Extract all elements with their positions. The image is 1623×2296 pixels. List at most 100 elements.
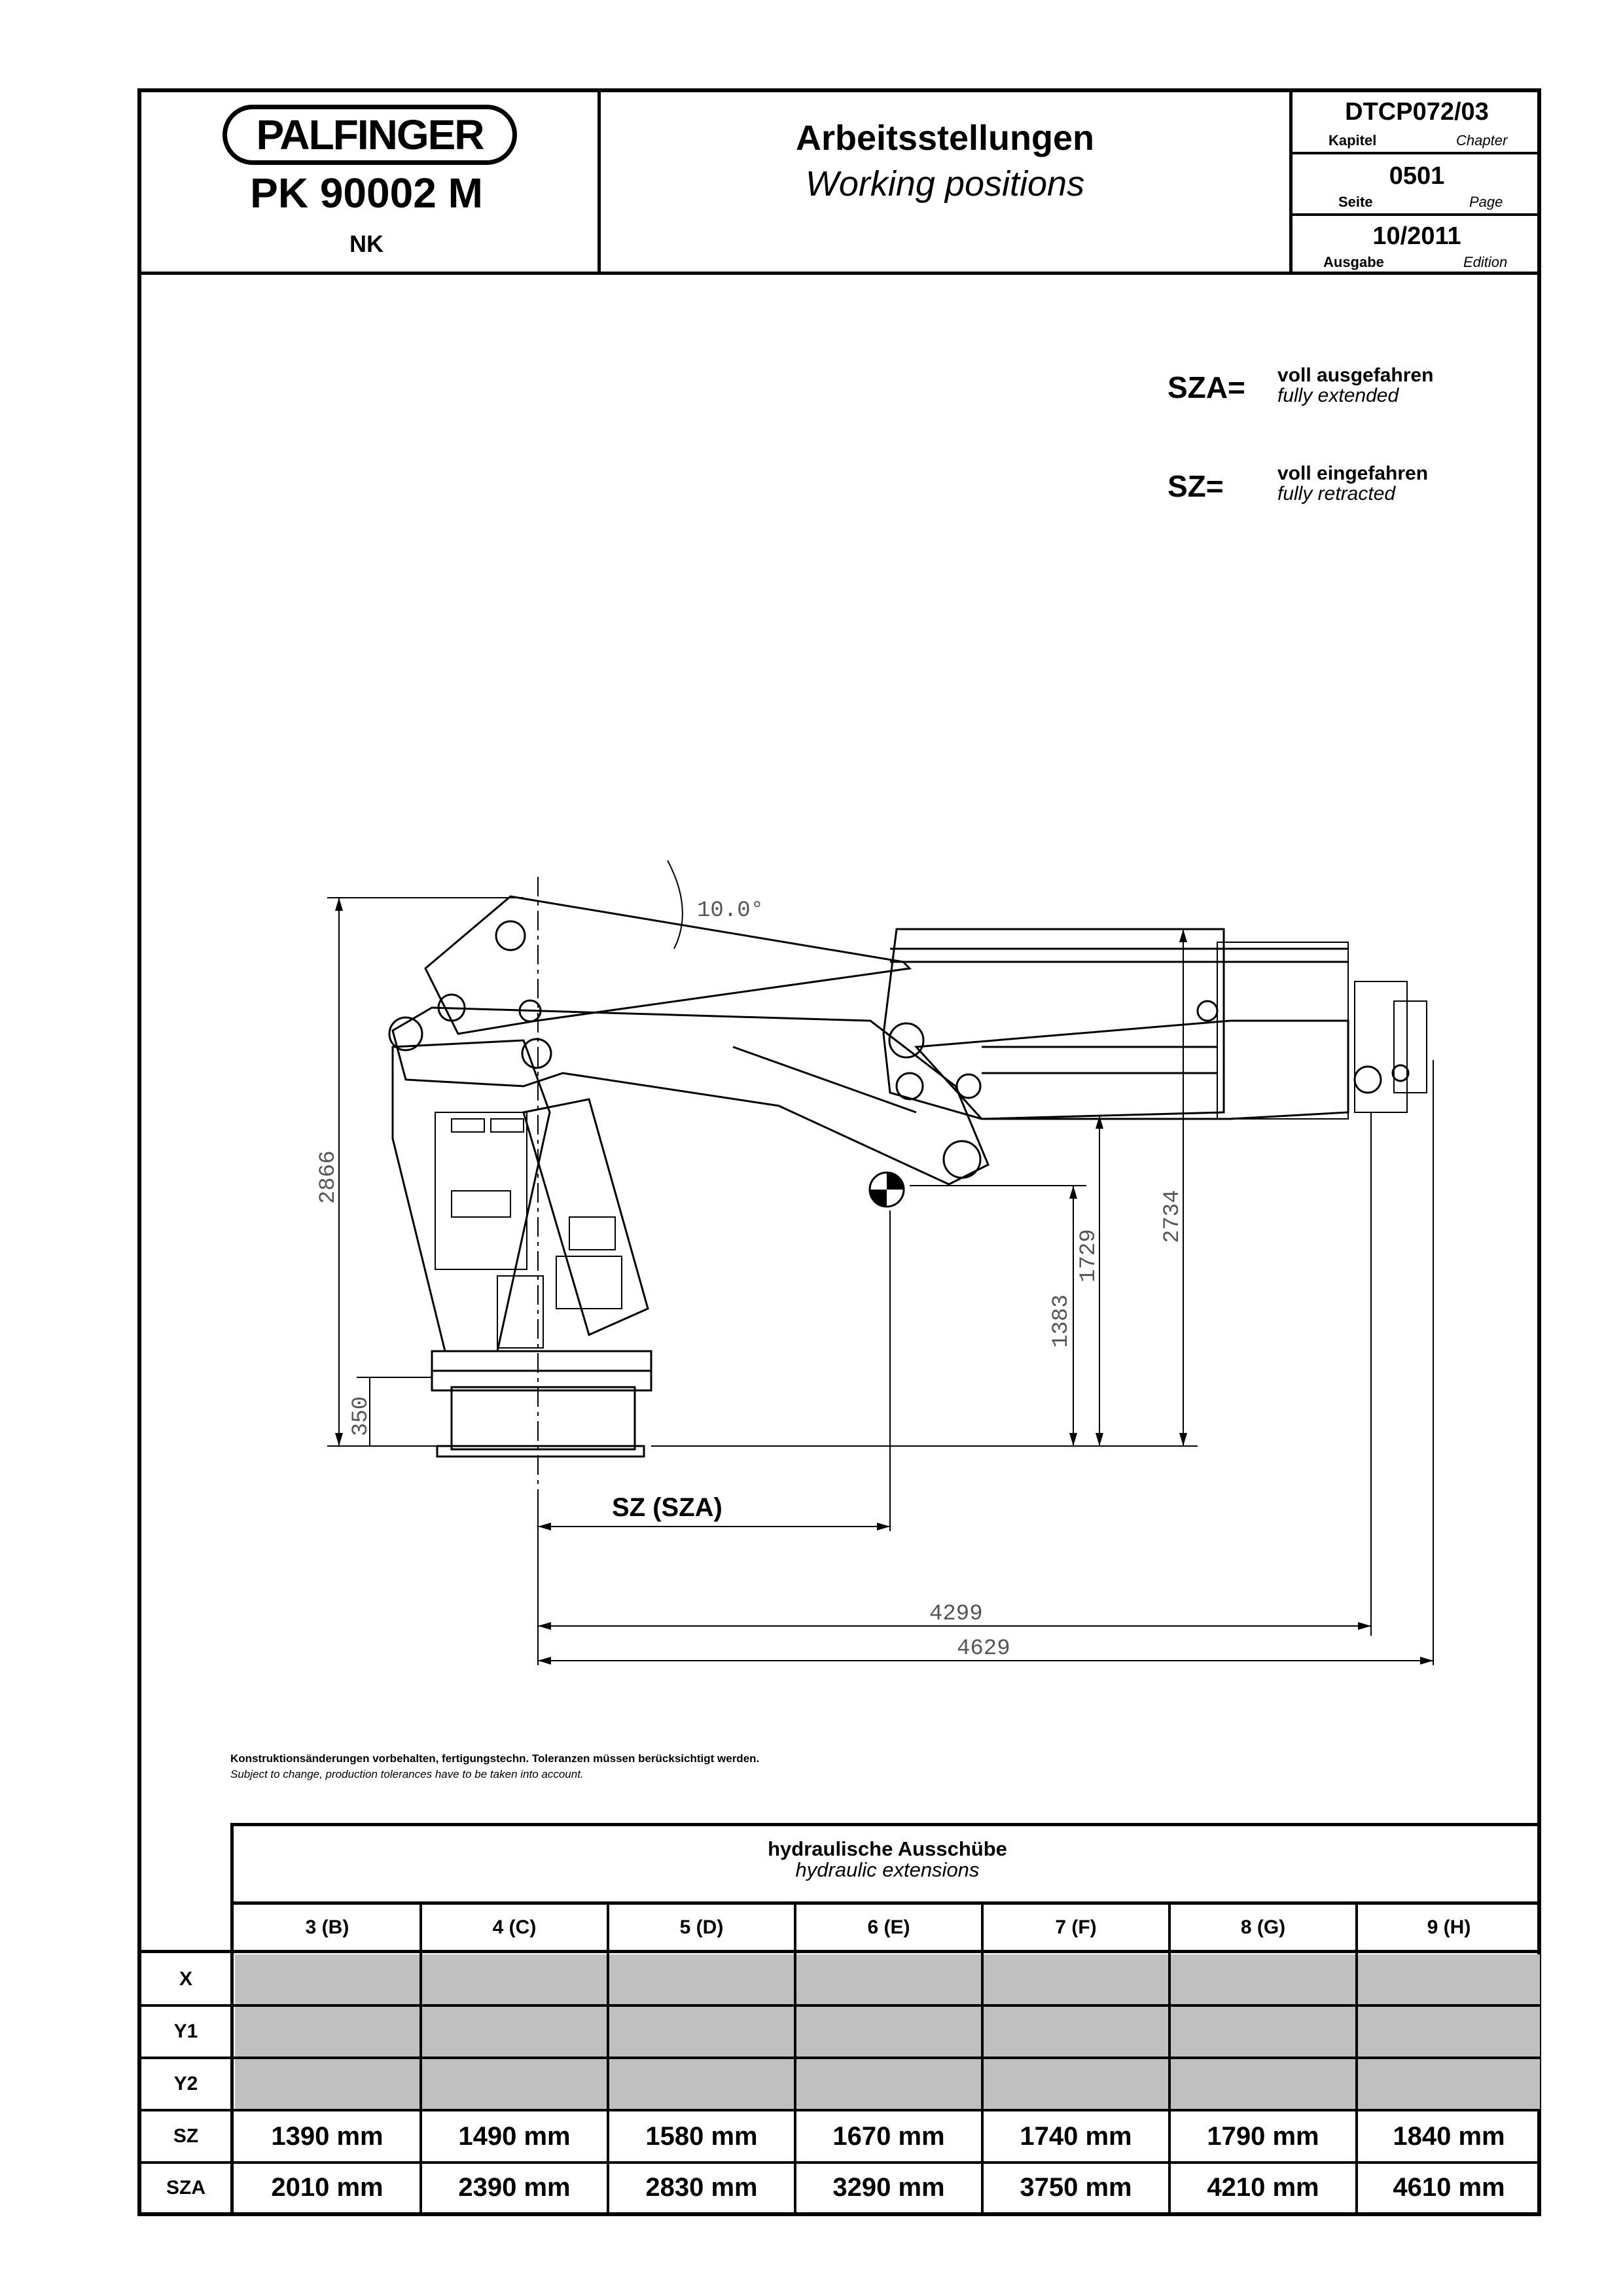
dim-2866-label: 2866: [316, 1150, 341, 1204]
column-header: 7 (F): [1055, 1916, 1097, 1938]
row-label: SZ: [173, 2125, 199, 2147]
table-cell: 1390 mm: [271, 2121, 383, 2151]
table-cell: 1580 mm: [645, 2121, 758, 2151]
table-cell: [235, 1954, 419, 2004]
table-cell: [422, 1954, 607, 2004]
dim-4629-label: 4629: [957, 1636, 1010, 1661]
table-cell: [1171, 1954, 1355, 2004]
row-divider: [137, 2004, 1541, 2007]
disclaimer-de: Konstruktionsänderungen vorbehalten, fer…: [230, 1752, 760, 1765]
sz-sza-label: SZ (SZA): [612, 1493, 722, 1522]
table-title-en: hydraulic extensions: [795, 1858, 980, 1881]
page-title-de: Arbeitsstellungen: [795, 118, 1095, 158]
titleblock-divider-1: [597, 88, 601, 274]
table-cell: 4210 mm: [1207, 2173, 1319, 2202]
table-cell: [235, 2007, 419, 2057]
page-frame: [137, 88, 1541, 2216]
palfinger-logo: PALFINGER: [223, 105, 517, 165]
table-cell: 2010 mm: [271, 2173, 383, 2202]
edition-value: 10/2011: [1372, 222, 1461, 250]
table-cell: [1358, 2059, 1540, 2109]
table-cell: 1740 mm: [1020, 2121, 1132, 2151]
table-header-line: [230, 1901, 1541, 1905]
table-cell: 4610 mm: [1393, 2173, 1505, 2202]
dim-1383-label: 1383: [1049, 1294, 1074, 1348]
table-cell: 1670 mm: [832, 2121, 945, 2151]
column-header: 8 (G): [1240, 1916, 1286, 1938]
chapter-label-en: Chapter: [1456, 132, 1508, 149]
table-cell: [609, 2059, 794, 2109]
table-cell: [984, 2059, 1168, 2109]
sza-legend-de: voll ausgefahren: [1277, 364, 1434, 386]
disclaimer-en: Subject to change, production tolerances…: [230, 1768, 584, 1780]
crane-column: [391, 1039, 649, 1352]
angle-label: 10.0°: [697, 898, 764, 923]
page-label-de: Seite: [1338, 194, 1373, 210]
row-divider: [137, 2057, 1541, 2059]
titleblock-page-line: [1289, 213, 1541, 216]
row-label-divider: [230, 1950, 234, 2216]
chapter-label-de: Kapitel: [1329, 132, 1377, 149]
table-cell: 1840 mm: [1393, 2121, 1505, 2151]
row-label: Y2: [173, 2073, 198, 2094]
sz-legend-de: voll eingefahren: [1277, 463, 1429, 484]
row-divider: [137, 2109, 1541, 2111]
page-label-en: Page: [1469, 194, 1503, 210]
table-cell: [609, 1954, 794, 2004]
table-cell: [796, 2059, 981, 2109]
column-header: 4 (C): [492, 1916, 537, 1938]
table-colhead-line: [137, 1950, 1541, 1953]
titleblock-bottom-line: [137, 272, 1541, 275]
crane-pedestal: [431, 1350, 652, 1458]
table-cell: 3290 mm: [832, 2173, 945, 2202]
column-header: 6 (E): [867, 1916, 910, 1938]
table-cell: [609, 2007, 794, 2057]
dim-2734-label: 2734: [1160, 1190, 1185, 1243]
table-cell: [796, 1954, 981, 2004]
table-cell: [1358, 1954, 1540, 2004]
table-cell: 2830 mm: [645, 2173, 758, 2202]
table-cell: [422, 2007, 607, 2057]
page-value: 0501: [1389, 162, 1445, 190]
model-variant: NK: [349, 230, 383, 257]
table-cell: [984, 1954, 1168, 2004]
column-header: 5 (D): [679, 1916, 724, 1938]
table-cell: [1171, 2059, 1355, 2109]
table-cell: [422, 2059, 607, 2109]
row-divider: [137, 2161, 1541, 2164]
row-label: X: [179, 1968, 192, 1990]
titleblock-chapter-line: [1289, 152, 1541, 154]
titleblock-divider-2: [1289, 88, 1293, 274]
table-cell: [984, 2007, 1168, 2057]
table-cell: 1490 mm: [458, 2121, 571, 2151]
angle-arc: [667, 860, 683, 949]
sz-legend-en: fully retracted: [1277, 483, 1396, 504]
table-cell: [1171, 2007, 1355, 2057]
dim-350-label: 350: [349, 1396, 374, 1436]
knuckle-boom: [882, 928, 1427, 1120]
sz-legend-key: SZ=: [1168, 469, 1224, 503]
main-boom: [388, 895, 990, 1186]
dim-4299-label: 4299: [929, 1602, 983, 1627]
dim-1729-label: 1729: [1077, 1229, 1101, 1282]
table-title-de: hydraulische Ausschübe: [768, 1837, 1007, 1860]
sza-legend-key: SZA=: [1168, 370, 1245, 404]
row-label: SZA: [166, 2176, 205, 2199]
edition-label-de: Ausgabe: [1323, 254, 1384, 270]
table-cell: 2390 mm: [458, 2173, 571, 2202]
row-label: Y1: [173, 2021, 198, 2042]
table-top-line: [230, 1823, 1541, 1826]
column-header: 3 (B): [305, 1916, 349, 1938]
table-cell: 3750 mm: [1020, 2173, 1132, 2202]
table-cell: [1358, 2007, 1540, 2057]
edition-label-en: Edition: [1463, 254, 1508, 270]
sza-legend-en: fully extended: [1277, 385, 1399, 406]
brand-logo-text: PALFINGER: [256, 111, 484, 158]
model-name: PK 90002 M: [250, 169, 483, 217]
chapter-value: DTCP072/03: [1345, 98, 1489, 126]
page-title-en: Working positions: [805, 164, 1085, 203]
column-header: 9 (H): [1427, 1916, 1471, 1938]
table-cell: 1790 mm: [1207, 2121, 1319, 2151]
table-cell: [796, 2007, 981, 2057]
